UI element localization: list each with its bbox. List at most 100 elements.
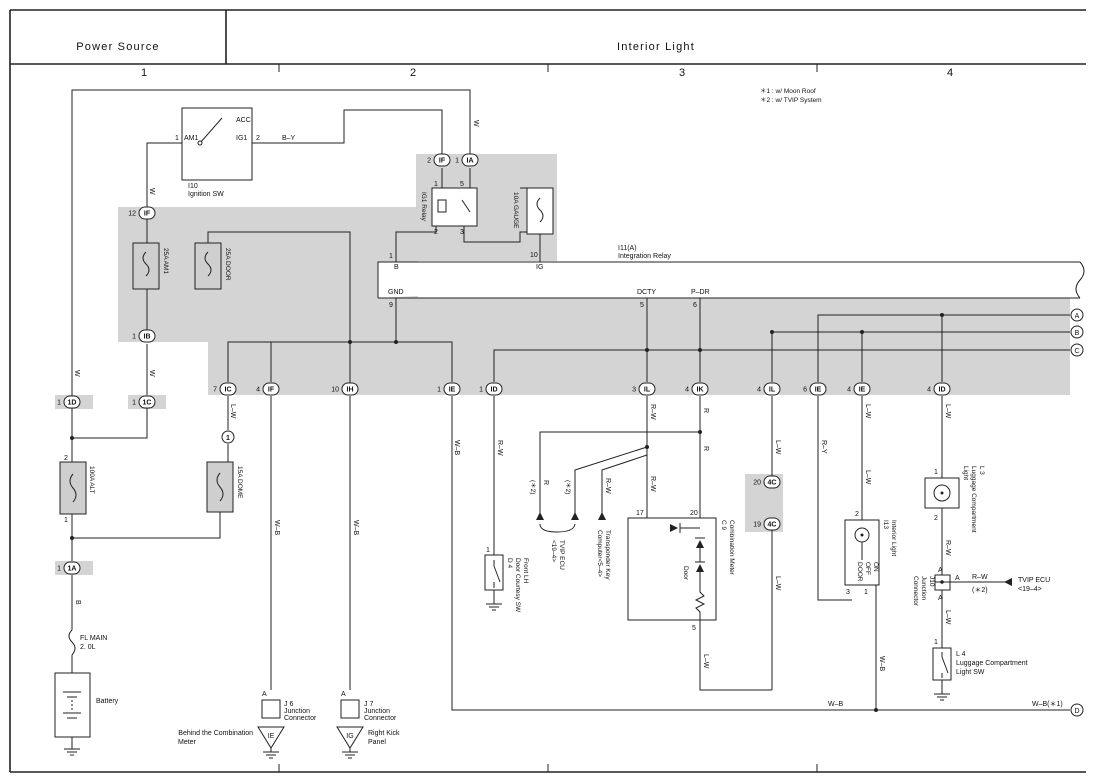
luggage-light-pin2: 2 [934,515,938,522]
integration-relay-gnd: GND [388,289,404,296]
luggage-compartment-light: 1 2 L 3 Luggage Compartment Light [924,466,985,533]
wire-label-w1: W [472,120,479,127]
wire-label-wb3: W–B [453,440,460,456]
ground-ie-tag: IE [268,733,275,740]
connector-p-1ic-left: 1C1 [132,395,156,409]
wire-label-r1: R [702,408,709,413]
ig1-relay: 1 5 2 3 IG1 Relay [420,181,478,236]
connector-tag: IE [449,387,456,394]
connector-p-1ib: IB 1 [132,329,156,343]
ignition-acc-label: ACC [236,117,251,124]
interior-light: 2 3 1 ON OFF DOOR I13 Interior Light [844,511,897,596]
interior-light-on: ON [872,562,879,572]
connector-tag: IF [144,211,151,218]
frame [9,9,1086,773]
luggage-light-code: L 3 [978,466,985,475]
connector-tag: IL [644,387,651,394]
combination-meter-code: C 9 [720,520,727,531]
connector-pin-number: 6 [803,387,807,394]
bus-label-d: D [1074,708,1079,715]
tvip-left-line2: <19–4> [550,540,557,562]
integration-relay-code: I11(A) [618,245,637,252]
ignition-name: Ignition SW [188,191,224,198]
integration-relay-pin1: 1 [389,253,393,260]
connector-tag: IE [815,387,822,394]
connector-p-7ic: IC7 [213,382,237,396]
ignition-code: I10 [188,183,198,190]
tvip-right-line2: <19–4> [1018,586,1042,593]
luggage-light-switch: 1 L 4 Luggage Compartment Light SW [932,639,1028,681]
integration-relay-b: B [394,264,399,271]
j10-code: J10 [928,576,935,587]
connector-pin-number: 4 [757,387,761,394]
ignition-ig1-label: IG1 [236,135,247,142]
battery-name: Battery [96,698,119,705]
connector-pin-number: 10 [331,387,339,394]
bus-label-a: A [1075,313,1080,320]
connector-pin-number: 1 [132,400,136,407]
j6-line2: Connector [284,715,317,722]
connector-tag: 1D [68,400,77,407]
integration-relay: I11(A) Integration Relay 1 B IG GND 9 DC… [377,245,1085,309]
column-2: 2 [410,67,416,79]
connector-pin-number: 1 [455,158,459,165]
gauge-fuse-name: 10A GAUGE [512,192,519,229]
combination-meter-pin5: 5 [692,625,696,632]
ground-symbol [64,745,80,756]
section-power-source: Power Source [76,41,160,53]
connector-pin-number: 1 [57,400,61,407]
tvip-ecu-left: (＊2) (＊2) TVIP ECU <19–4> [529,480,606,570]
am1-fuse: 25A AM1 [132,242,169,290]
connector-tag: 4C [768,522,777,529]
luggage-light-line2: Light [962,466,969,480]
connector-pin-number: 1 [57,566,61,573]
connector-pin-number: 4 [847,387,851,394]
wire-label-rw-tvip: R–W [604,478,611,494]
note-moon-roof: ＊1 : w/ Moon Roof [760,88,816,95]
ground-symbol [934,690,950,701]
j10-pin-a1: A [938,567,943,574]
wire-label-rw4: R–W [944,540,951,556]
connector-tag: ID [939,387,946,394]
connector-pin-number: 20 [753,480,761,487]
connector-tag: 1 [226,435,230,442]
interior-light-off: OFF [864,562,871,575]
luggage-sw-code: L 4 [956,651,966,658]
ig1-relay-pin3: 3 [460,229,464,236]
connector-p-6ie: IE 6 [803,382,827,396]
interior-light-pin1: 1 [864,589,868,596]
connector-p-1ia-bottom: 1A1 [57,561,81,575]
gauge-fuse: 10A GAUGE 10 [512,187,554,259]
connector-p-4il: IL4 [757,382,781,396]
j6-junction: A J 6 Junction Connector IE Behind the C… [178,691,317,749]
j7-pin: A [341,691,346,698]
wire-label-lw8: L–W [944,610,951,625]
wire-label-lw7: L–W [944,404,951,419]
connector-tag: IB [144,334,151,341]
fl-main-name: FL MAIN [80,635,107,642]
j10-line1: Junction [920,576,927,601]
door-courtesy-line1: Door Courtesy SW [514,558,521,613]
connector-pin-number: 1 [132,334,136,341]
alt-fuse-name: 100A ALT [88,466,95,494]
integration-relay-name: Integration Relay [618,253,671,260]
connector-tag: ID [491,387,498,394]
connector-p-4id: ID4 [927,382,951,396]
connector-p-1id: ID1 [479,382,503,396]
door-fuse-name: 25A DOOR [224,248,231,281]
ground-ig-tag: IG [346,733,353,740]
wire-label-r-tvip: R [542,480,549,485]
wire-label-lw4: L–W [702,654,709,669]
transponder-line1: Transponder Key [604,530,611,580]
wire-label-wb-bottom: W–B [828,701,844,708]
connector-tag: IA [467,158,474,165]
wire-label-lw6: L–W [864,470,871,485]
j7-code: J 7 [364,701,373,708]
battery: Battery [54,672,119,738]
integration-relay-ig: IG [536,264,543,271]
tvip-right-line1: TVIP ECU [1018,577,1050,584]
bus-label-b: B [1075,330,1080,337]
door-courtesy-line2: Front LH [522,558,529,584]
